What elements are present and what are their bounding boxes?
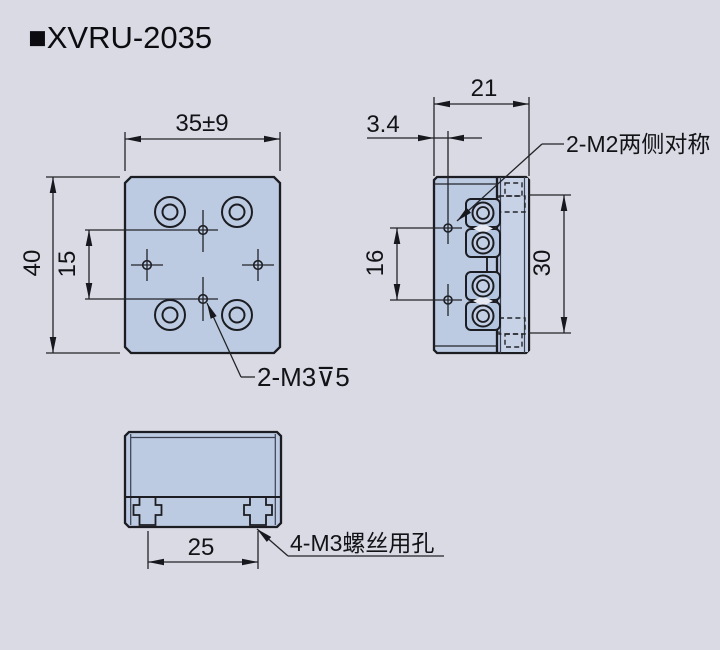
- dim-label-side-hole-spacing: 16: [362, 250, 389, 277]
- dim-front-width: 35±9: [124, 110, 281, 171]
- dim-label-side-mount-spacing: 30: [529, 250, 556, 277]
- bottom-body: [123, 430, 283, 529]
- dim-label-side-depth: 21: [471, 75, 498, 102]
- note-front-thread: 2-M3⊽5: [206, 302, 350, 392]
- note-bottom-screw: 4-M3螺丝用孔: [256, 528, 444, 557]
- side-view: 21 3.4 16 30 2-M2两侧对称: [362, 75, 710, 355]
- counterbore-hole-bottom-right: [221, 299, 253, 331]
- drawing-title: ■XVRU-2035: [28, 20, 212, 55]
- counterbore-hole-top-right: [221, 196, 253, 228]
- clamp-screw-block-bottom: [465, 271, 501, 331]
- counterbore-hole-top-left: [154, 196, 186, 228]
- dim-label-front-hole-spacing: 15: [54, 251, 81, 278]
- dim-side-hole-spacing: 16: [362, 227, 462, 301]
- side-moving-plate: [500, 178, 528, 352]
- screw-hole-profile-right: [243, 497, 273, 526]
- note-label-side-thread: 2-M2两侧对称: [566, 131, 710, 157]
- dim-front-height: 40: [19, 176, 120, 354]
- tapped-hole-mid-right: [242, 249, 274, 281]
- dim-side-depth: 21: [433, 75, 530, 176]
- dim-side-hole-offset: 3.4: [366, 111, 482, 212]
- dim-front-hole-spacing: 15: [54, 229, 218, 300]
- bottom-view: 25 4-M3螺丝用孔: [123, 430, 444, 569]
- dim-label-front-width: 35±9: [175, 110, 228, 137]
- dim-label-side-hole-offset: 3.4: [366, 111, 399, 138]
- note-label-bottom-screw: 4-M3螺丝用孔: [290, 530, 434, 556]
- note-side-thread: 2-M2两侧对称: [456, 131, 710, 222]
- dim-side-mount-spacing: 30: [528, 194, 571, 334]
- screw-hole-profile-left: [132, 497, 163, 526]
- tapped-hole-mid-left: [131, 249, 163, 281]
- dim-bottom-hole-spacing: 25: [147, 531, 259, 569]
- note-label-front-thread: 2-M3⊽5: [257, 362, 350, 392]
- dim-label-front-height: 40: [19, 250, 46, 277]
- dim-label-bottom-hole-spacing: 25: [188, 534, 215, 561]
- front-view: 35±9 40 15 2-M3⊽5: [19, 110, 350, 392]
- counterbore-hole-bottom-left: [154, 299, 186, 331]
